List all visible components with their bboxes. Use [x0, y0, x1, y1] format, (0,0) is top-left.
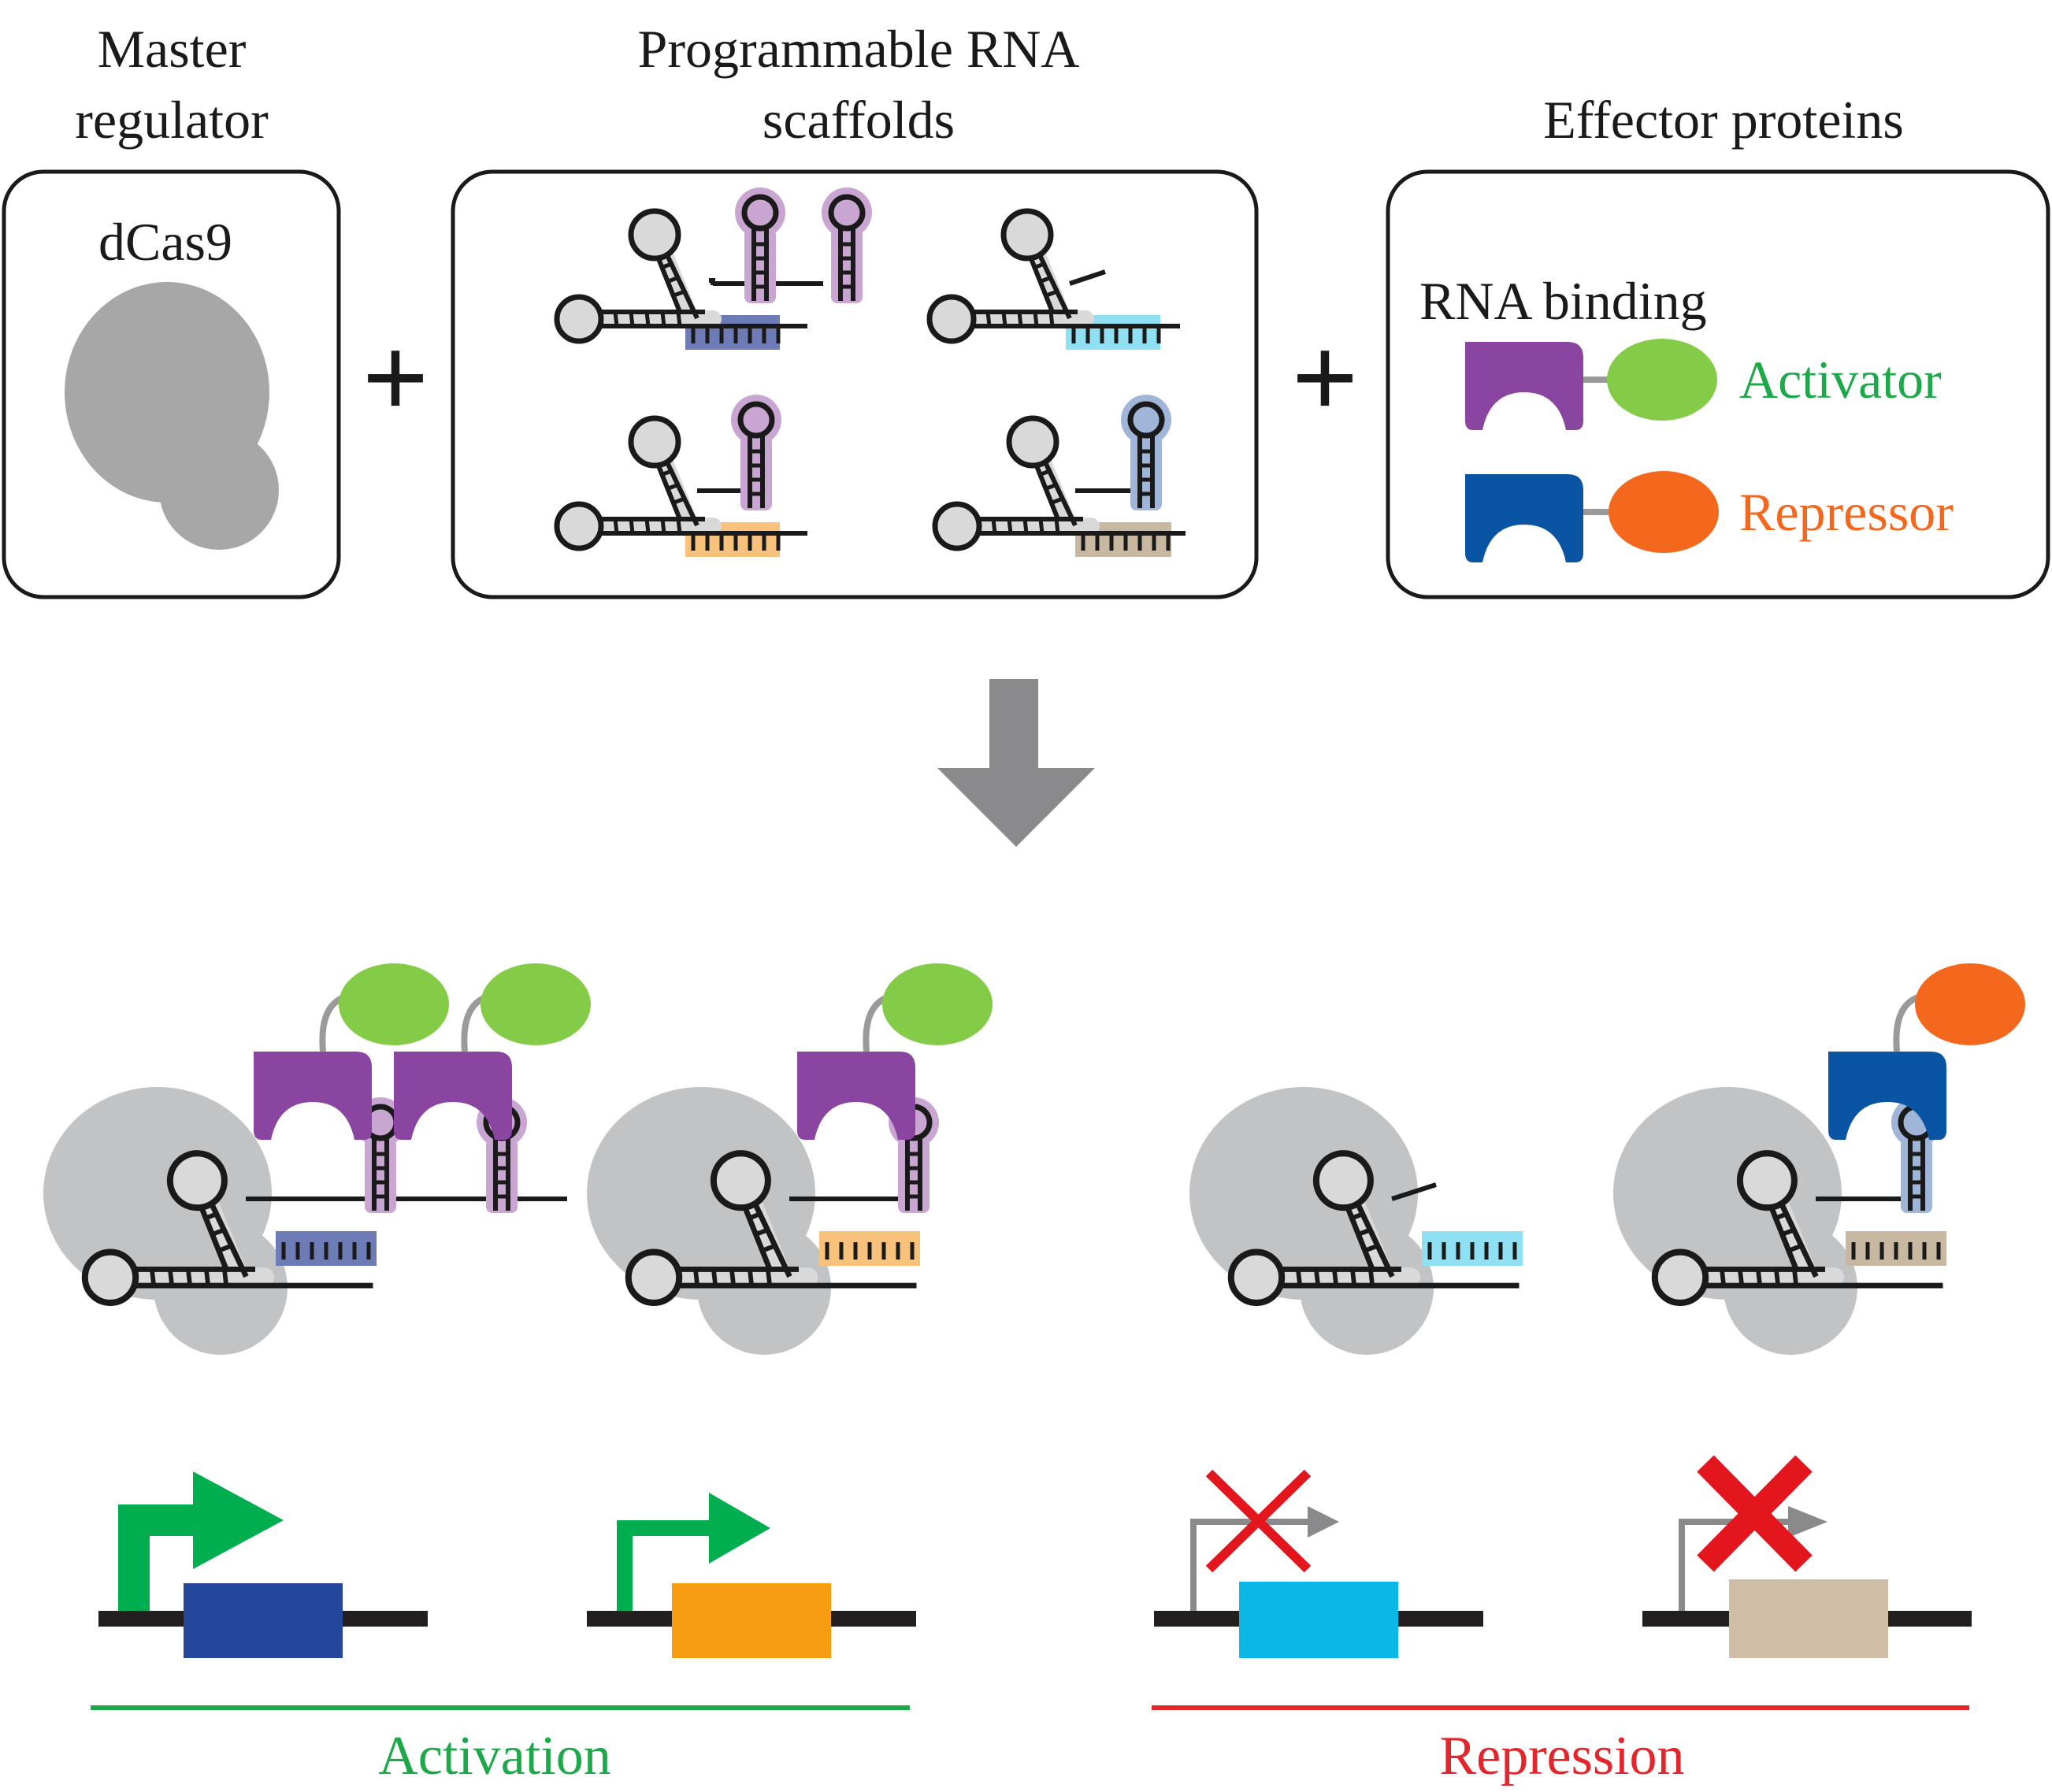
repression-complex-no-effector: [1189, 1087, 1523, 1355]
master-regulator-heading-line1: Master: [98, 19, 247, 79]
scaffold-one-blue-hairpin: [935, 395, 1186, 557]
gene-repressed-tan: [1642, 1455, 1972, 1658]
scaffolds-heading-line1: Programmable RNA: [638, 19, 1080, 79]
plus-sign-1: +: [362, 313, 429, 443]
scaffolds-heading-line2: scaffolds: [763, 90, 955, 150]
dcas9-label: dCas9: [98, 212, 232, 272]
gene-strong-activation: [98, 1471, 428, 1658]
repression-label: Repression: [1439, 1726, 1684, 1786]
effector-proteins-heading: Effector proteins: [1543, 90, 1904, 150]
dcas9-protein-shape: [65, 282, 279, 550]
activator-fusion-protein: [1465, 339, 1717, 430]
repressor-fusion-protein: [1465, 471, 1719, 562]
repressor-label: Repressor: [1739, 482, 1954, 542]
plus-sign-2: +: [1291, 313, 1358, 443]
activation-complex-one-activator: [587, 963, 993, 1355]
activator-label: Activator: [1739, 350, 1942, 410]
gene-repressed-cyan: [1154, 1469, 1483, 1658]
down-arrow: [937, 679, 1095, 847]
rna-binding-label: RNA binding: [1419, 271, 1707, 331]
scaffold-two-purple-hairpins: [557, 187, 872, 350]
master-regulator-heading-line2: regulator: [75, 90, 269, 150]
activation-complex-two-activators: [43, 963, 591, 1355]
gene-moderate-activation: [587, 1493, 916, 1658]
activation-label: Activation: [378, 1726, 610, 1786]
repression-complex-one-repressor: [1613, 963, 2025, 1355]
scaffold-one-purple-hairpin: [557, 395, 807, 557]
scaffold-no-hairpin: [930, 211, 1180, 350]
